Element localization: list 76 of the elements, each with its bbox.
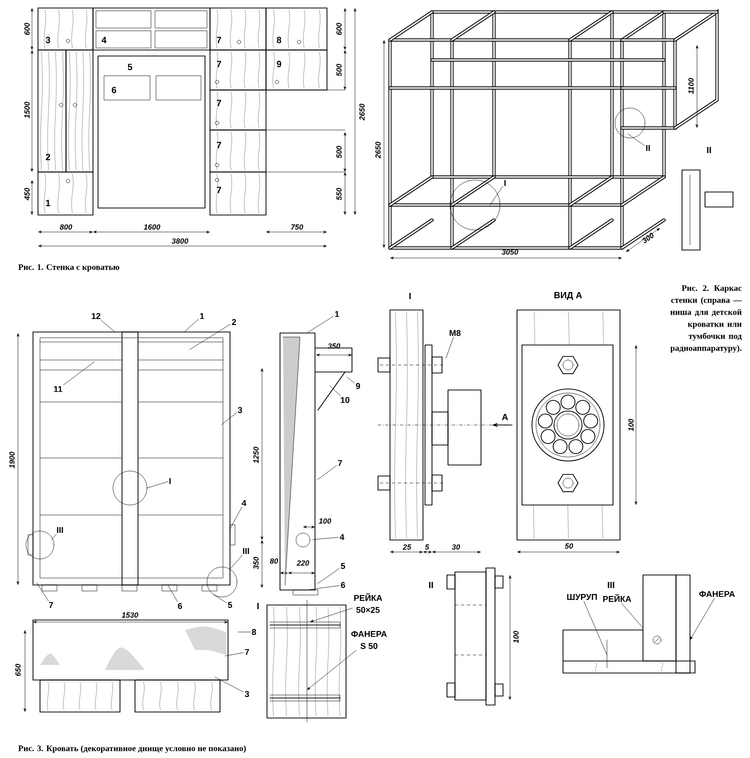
callout-label: ШУРУП	[567, 594, 597, 600]
part-number: 5	[128, 64, 132, 70]
leader-line	[307, 650, 357, 690]
callout-label: 12	[92, 313, 100, 319]
leader-line	[214, 676, 244, 692]
leader-line	[628, 134, 645, 146]
callout-label: 2	[232, 319, 236, 325]
leader-line	[189, 324, 231, 350]
detail-title: I	[409, 292, 411, 300]
leader-line	[146, 482, 168, 488]
callout-label: 1	[200, 313, 204, 319]
leader-line	[584, 600, 608, 656]
callout-label: 3	[244, 691, 250, 698]
part-number: 6	[112, 86, 116, 94]
callout-label: 3	[238, 407, 242, 414]
part-number: 3	[46, 36, 50, 44]
callout-label: I	[504, 180, 506, 186]
callout-label: 9	[356, 383, 360, 389]
part-number: 1	[46, 200, 50, 206]
callout-label: ФАНЕРА	[699, 591, 735, 597]
leader-line	[490, 186, 503, 206]
leader-line	[309, 585, 340, 590]
leader-line	[100, 320, 115, 332]
callout-label: III	[243, 548, 249, 554]
callout-label: 6	[178, 603, 182, 610]
part-number: 7	[216, 60, 222, 68]
figure-caption: Рис. 3. Кровать (декоративное днище условно не показано)	[18, 745, 246, 753]
leader-line	[221, 412, 237, 425]
part-number: 2	[46, 154, 50, 160]
leader-line	[63, 361, 95, 386]
leader-line	[36, 582, 49, 602]
leader-line	[317, 568, 340, 584]
leader-line	[310, 608, 353, 622]
leader-line	[213, 594, 227, 603]
leader-line	[307, 316, 334, 333]
detail-title: ВИД А	[554, 292, 582, 300]
detail-title: III	[608, 582, 614, 588]
view-arrow-label: А	[502, 414, 508, 420]
callout-label: II	[646, 145, 650, 151]
part-number: 4	[102, 36, 106, 44]
callout-label: 5	[228, 602, 232, 608]
leader-line	[446, 337, 454, 358]
leader-line	[690, 598, 715, 640]
callout-label: 7	[49, 602, 53, 608]
leader-line	[184, 319, 199, 332]
leader-line	[167, 584, 178, 602]
detail-title: II	[707, 146, 711, 154]
bed-frame-drawing	[28, 332, 236, 592]
leader-line	[229, 506, 242, 530]
part-number: 7	[216, 142, 222, 148]
callout-label: РЕЙКА 50×25	[354, 593, 382, 613]
leader-line	[621, 602, 644, 628]
part-number: 7	[216, 100, 222, 106]
leader-line	[346, 376, 355, 384]
detail-title: I	[257, 602, 259, 610]
callout-label: РЕЙКА	[603, 594, 632, 602]
callout-label: M8	[450, 330, 461, 336]
bed-side-drawing	[280, 332, 352, 596]
leader-line	[51, 534, 57, 540]
leader-line	[329, 385, 341, 396]
part-number: 8	[276, 36, 282, 44]
part-number: 7	[216, 186, 222, 194]
part-number: 9	[276, 60, 282, 68]
callout-label: 8	[252, 629, 256, 636]
part-number: 7	[216, 36, 222, 44]
callout-label: 1	[335, 311, 340, 317]
leader-line	[229, 554, 243, 570]
callout-label: 7	[245, 649, 249, 655]
callout-label: ФАНЕРА S 50	[351, 631, 387, 649]
figure-caption: Рис. 1. Стенка с кроватью	[18, 264, 120, 272]
leader-line	[312, 537, 339, 540]
detail-title: II	[429, 582, 433, 588]
leader-line	[224, 652, 244, 656]
callout-label: 4	[242, 500, 246, 506]
leader-line	[317, 465, 337, 480]
figure-caption: Рис. 2. Каркас стенки (справа — ниша для детской кроватки или тумбочки под радиоаппаратуру).	[670, 285, 742, 353]
